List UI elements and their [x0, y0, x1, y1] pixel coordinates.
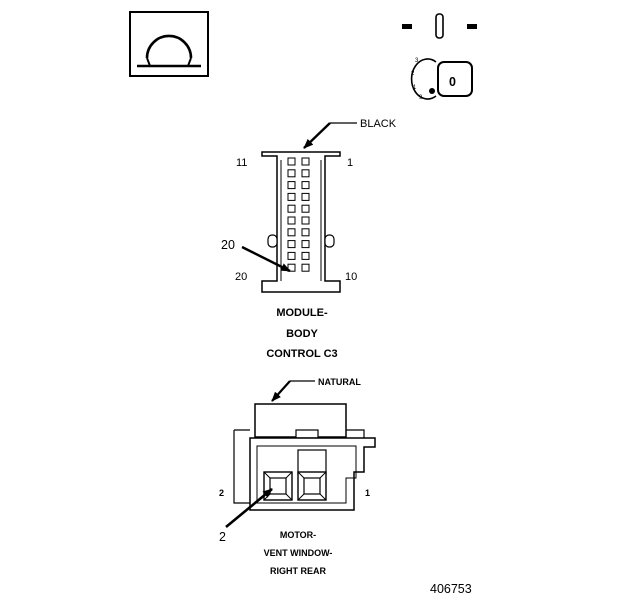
motor-pin-2-callout: 2 — [219, 530, 226, 544]
connector-motor-name-line1: MOTOR- — [280, 530, 316, 540]
connector-motor-name-line2: VENT WINDOW- — [264, 548, 333, 558]
figure-number: 406753 — [430, 582, 472, 596]
connector-c3-cavity — [287, 216, 296, 225]
connector-c3-cavity — [287, 181, 296, 190]
ignition-off-icon — [402, 13, 477, 39]
connector-c3-cavity — [301, 251, 310, 260]
connector-c3-cavity — [301, 240, 310, 249]
connector-c3-name-line1: MODULE- — [276, 307, 328, 319]
motor-pin-1-side-label: 1 — [365, 488, 370, 498]
connector-c3-name-line3: CONTROL C3 — [266, 348, 337, 360]
pin-11-label: 11 — [236, 157, 247, 169]
connector-c3-cavity — [301, 204, 310, 213]
connector-motor-color-label: NATURAL — [318, 377, 361, 387]
connector-c3-cavity — [287, 192, 296, 201]
connector-c3-name-line2: BODY — [286, 328, 318, 340]
connector-c3-cavity — [301, 157, 310, 166]
connector-c3-cavity — [301, 169, 310, 178]
connector-c3-cavity — [287, 240, 296, 249]
connector-c3-body — [261, 151, 341, 293]
key-position-1: 1 — [413, 85, 417, 91]
connector-motor: NATURAL 2 1 2 MOTOR- VENT WINDOW- RIGHT … — [219, 377, 376, 576]
connector-motor-name-line3: RIGHT REAR — [270, 566, 327, 576]
key-position-9: 9 — [419, 95, 423, 101]
connector-c3: BLACK 11 1 20 20 10 MODULE- BODY CONTROL… — [221, 118, 397, 360]
key-letter: 0 — [449, 75, 456, 89]
connector-c3-cavity — [287, 251, 296, 260]
connector-c3-color-label: BLACK — [360, 118, 397, 130]
motor-pin-2 — [263, 471, 293, 501]
connector-c3-cavity — [301, 263, 310, 272]
ohmmeter-icon — [129, 11, 209, 77]
connector-c3-cavity — [301, 192, 310, 201]
connector-c3-cavity — [287, 157, 296, 166]
connector-c3-cavity — [287, 228, 296, 237]
key-position-3: 3 — [415, 58, 419, 64]
connector-c3-cavity — [301, 216, 310, 225]
connector-c3-cavity — [287, 204, 296, 213]
pin-20-label: 20 — [235, 271, 247, 283]
pin-20-callout: 20 — [221, 238, 235, 252]
connector-c3-pin-grid — [287, 157, 310, 272]
motor-pin-1 — [297, 471, 327, 501]
motor-pin-2-side-label: 2 — [219, 488, 224, 498]
connector-c3-cavity — [301, 228, 310, 237]
key-position-2: 2 — [411, 71, 415, 77]
connector-c3-cavity — [287, 169, 296, 178]
pin-10-label: 10 — [345, 271, 357, 283]
connector-c3-cavity — [301, 181, 310, 190]
pin-1-label: 1 — [347, 157, 353, 169]
ignition-key-icon: 0 3 2 1 9 — [410, 58, 473, 101]
